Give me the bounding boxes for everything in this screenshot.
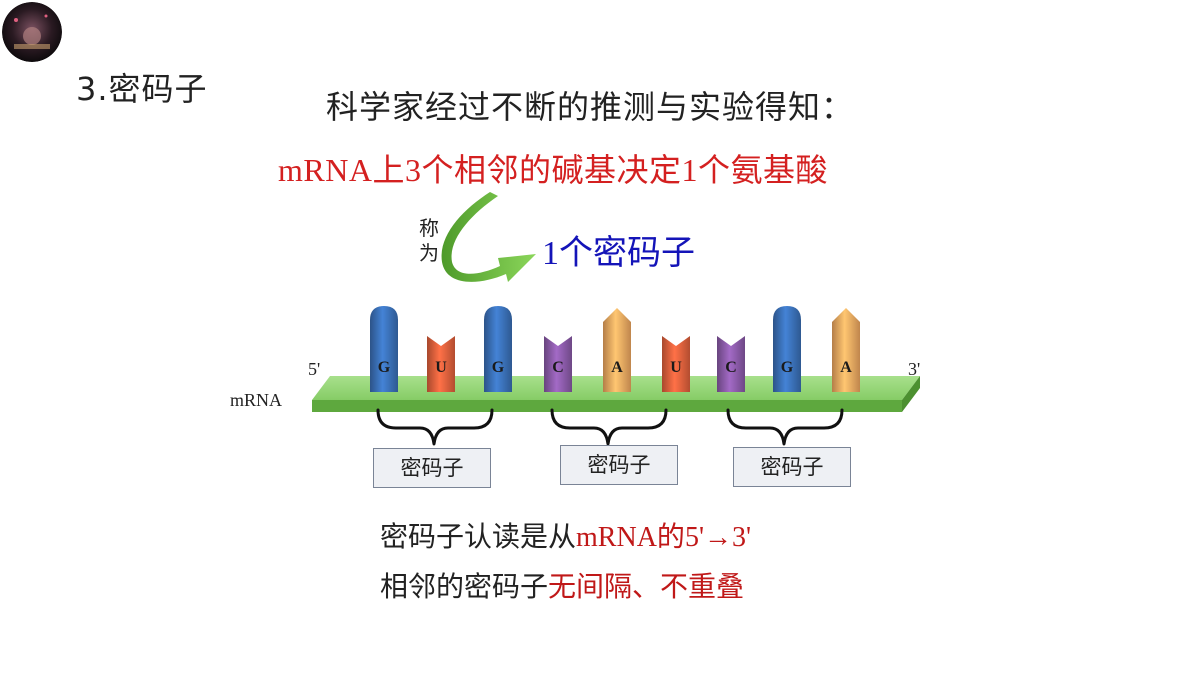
called-label: 称为 <box>419 216 439 265</box>
base-letter-8: G <box>781 359 794 376</box>
reading-direction-mrna: mRNA <box>576 522 657 553</box>
codon-brace-1 <box>376 408 494 446</box>
logo-image <box>2 2 62 62</box>
base-letter-9: A <box>840 359 852 376</box>
rule-statement: mRNA上3个相邻的碱基决定1个氨基酸 <box>278 145 828 191</box>
base-shape-3 <box>484 306 512 392</box>
base-letter-7: C <box>725 359 737 376</box>
base-letter-1: G <box>378 359 391 376</box>
one-codon-text: 个密码子 <box>559 233 695 273</box>
base-g-8: G <box>773 306 801 392</box>
rule-suffix: 个氨基酸 <box>697 151 828 189</box>
codon-box-2: 密码子 <box>560 445 678 485</box>
base-a-9: A <box>832 308 860 392</box>
reading-direction-de: 的 <box>656 520 685 553</box>
codon-brace-2 <box>550 408 668 446</box>
reading-direction-prefix: 密码子认读是从 <box>380 520 577 553</box>
five-prime-label: 5' <box>308 359 321 379</box>
base-shape-8 <box>773 306 801 392</box>
reading-direction-text: 密码子认读是从mRNA的5'→3' <box>380 515 751 555</box>
base-a-5: A <box>603 308 631 392</box>
section-heading: 3.密码子 <box>76 70 208 108</box>
base-letter-3: G <box>492 359 505 376</box>
base-shape-4 <box>544 336 572 392</box>
intro-text: 科学家经过不断的推测与实验得知： <box>326 88 855 126</box>
codon-brace-3 <box>726 408 844 446</box>
base-shape-6 <box>662 336 690 392</box>
rule-middle: 个相邻的碱基决定 <box>421 151 682 189</box>
one-codon-label: 1个密码子 <box>542 225 695 274</box>
base-u-6: U <box>662 336 690 392</box>
base-shape-9 <box>832 308 860 392</box>
no-gap-text: 相邻的密码子无间隔、不重叠 <box>380 565 744 605</box>
base-shape-7 <box>717 336 745 392</box>
base-shape-1 <box>370 306 398 392</box>
base-letter-6: U <box>670 359 682 376</box>
base-letter-2: U <box>435 359 447 376</box>
no-gap-highlight: 无间隔、不重叠 <box>548 570 745 603</box>
base-g-3: G <box>484 306 512 392</box>
reading-direction-value: 5'→3' <box>684 522 752 553</box>
base-g-1: G <box>370 306 398 392</box>
codon-braces <box>376 408 844 446</box>
curved-arrow-icon <box>441 192 536 282</box>
base-c-4: C <box>544 336 572 392</box>
base-shape-5 <box>603 308 631 392</box>
base-letter-5: A <box>611 359 623 376</box>
logo <box>2 2 62 62</box>
three-prime-label: 3' <box>908 359 921 379</box>
base-c-7: C <box>717 336 745 392</box>
base-u-2: U <box>427 336 455 392</box>
rule-num-1: 3 <box>404 152 422 188</box>
mrna-label: mRNA <box>230 390 283 410</box>
rule-prefix: mRNA上 <box>278 152 405 188</box>
one-codon-num: 1 <box>542 235 559 272</box>
no-gap-prefix: 相邻的密码子 <box>380 570 549 603</box>
base-letter-4: C <box>552 359 564 376</box>
rule-num-2: 1 <box>681 152 698 188</box>
codon-box-1: 密码子 <box>373 448 491 488</box>
codon-box-3: 密码子 <box>733 447 851 487</box>
mrna-strand <box>312 376 920 412</box>
base-shape-2 <box>427 336 455 392</box>
